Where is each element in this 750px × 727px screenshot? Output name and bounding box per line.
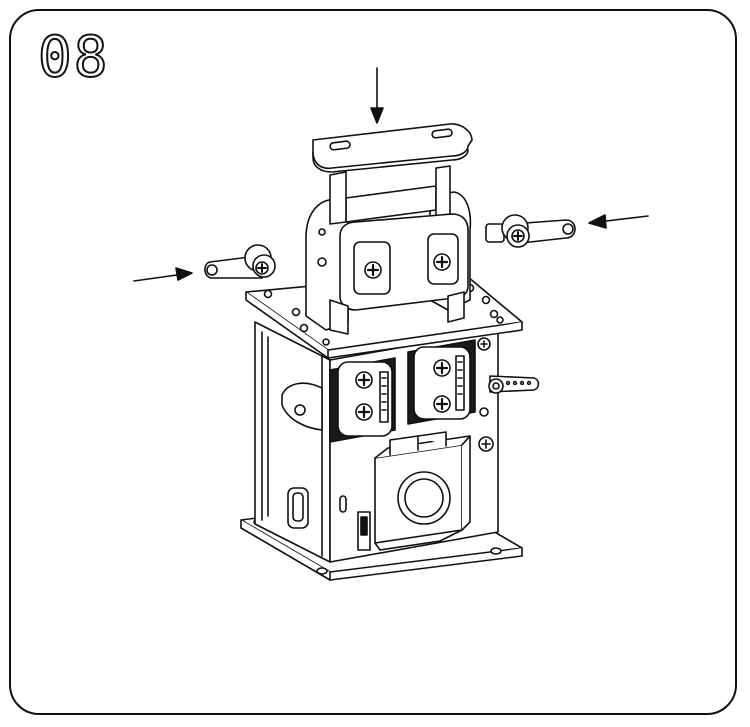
servo-horn-right [485, 214, 576, 248]
arrow-left-in [133, 267, 193, 282]
servo-module-right [407, 339, 476, 425]
u-bracket [305, 165, 472, 335]
servo-module-left [329, 357, 396, 443]
arrow-down [370, 67, 384, 124]
servo-horn-left [204, 244, 276, 279]
step-number: 08 [37, 25, 110, 90]
side-servo-horn [488, 375, 540, 394]
top-plate [312, 123, 473, 173]
motor-module [374, 431, 471, 551]
arrow-right-in [588, 214, 649, 229]
